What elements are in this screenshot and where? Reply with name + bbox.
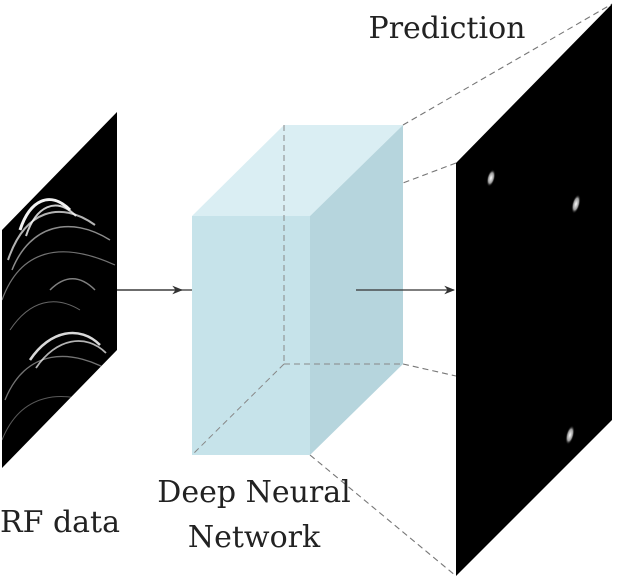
rf-panel-background xyxy=(2,112,117,468)
network-label-line1: Deep Neural xyxy=(157,475,350,510)
prediction-panel-background xyxy=(456,4,612,576)
projection-lines xyxy=(309,3,613,577)
rf-echo-arcs xyxy=(2,198,117,441)
prediction-target-1 xyxy=(486,169,496,187)
rf-data-label: RF data xyxy=(0,505,120,540)
box-hidden-edges xyxy=(191,125,403,456)
rf-data-panel xyxy=(2,112,117,468)
prediction-target-2 xyxy=(571,194,581,214)
box-front-face xyxy=(192,216,310,455)
network-label-line2: Network xyxy=(188,520,321,555)
prediction-target-3 xyxy=(565,425,575,445)
prediction-label: Prediction xyxy=(369,11,526,46)
box-top-face xyxy=(192,125,403,216)
prediction-panel xyxy=(456,4,612,576)
